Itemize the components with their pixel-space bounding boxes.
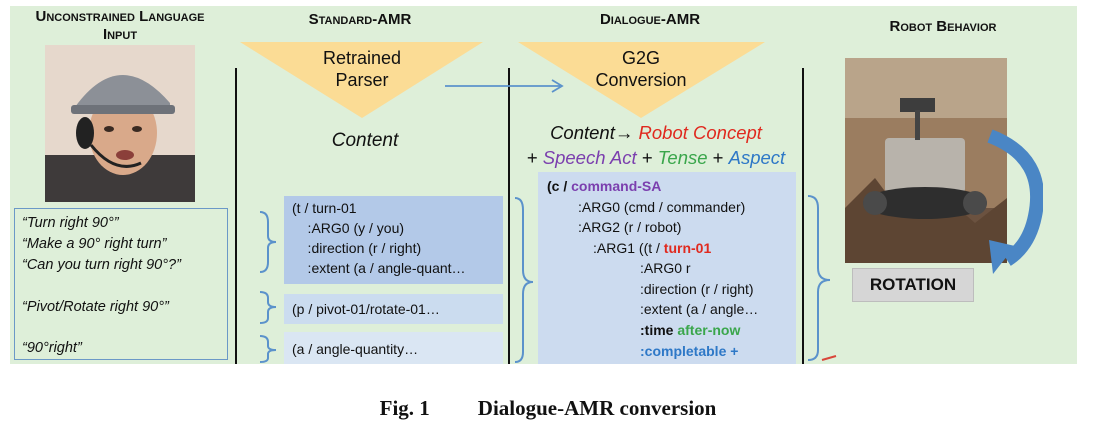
standard-amr-line-3: :direction (r / right)	[292, 240, 422, 256]
g2g-conversion-label: G2G Conversion	[581, 47, 701, 91]
dialogue-amr-line-9: :completable +	[640, 343, 739, 359]
robot-photo	[845, 58, 1007, 263]
g2g-conversion-line2: Conversion	[595, 70, 687, 90]
dialogue-amr-line-6: :direction (r / right)	[640, 281, 754, 297]
utterance-2: “Make a 90° right turn”	[22, 236, 167, 252]
bracket-utterance-group-1	[259, 211, 277, 273]
tense-text: Tense	[657, 147, 708, 168]
figure-title: Dialogue-AMR conversion	[477, 396, 717, 420]
dialogue-amr-line-4: :ARG1 ((t / turn-01	[593, 238, 711, 259]
plus-glyph-2: +	[636, 147, 658, 168]
standard-amr-line-1: (t / turn-01	[292, 200, 357, 216]
dialogue-amr-open: (c /	[547, 178, 572, 194]
dialogue-amr-robot-concept: turn-01	[663, 240, 712, 256]
dialogue-amr-line-7: :extent (a / angle…	[640, 301, 759, 317]
standard-amr-box-2: (p / pivot-01/rotate-01…	[284, 294, 503, 324]
red-mark	[821, 355, 837, 361]
retrained-parser-line1: Retrained	[322, 48, 402, 68]
standard-amr-line-4: :extent (a / angle-quant…	[292, 260, 466, 276]
dialogue-amr-speech-act: command-SA	[571, 178, 662, 194]
dialogue-amr-time: :time	[640, 322, 678, 338]
standard-amr-box-3: (a / angle-quantity…	[284, 332, 503, 364]
connector-arrowhead	[551, 79, 564, 93]
bracket-dialogue-to-behavior	[807, 195, 831, 361]
dialogue-amr-line-5: :ARG0 r	[640, 260, 691, 276]
dialogue-amr-line-2: :ARG0 (cmd / commander)	[578, 199, 746, 215]
divider-3	[802, 68, 804, 364]
header-input: Unconstrained Language Input	[10, 8, 230, 44]
header-input-line1: Unconstrained Language	[35, 8, 205, 25]
header-dialogue-amr: Dialogue-AMR	[599, 11, 701, 28]
robot-concept-text: Robot Concept	[638, 122, 762, 143]
utterance-3: “Can you turn right 90°?”	[22, 257, 181, 273]
rotation-label: ROTATION	[852, 268, 974, 302]
plus-glyph-3: +	[707, 147, 729, 168]
utterances-box	[14, 208, 228, 360]
dialogue-amr-line-8: :time after-now	[640, 320, 740, 341]
dialogue-amr-line-1: (c / command-SA	[547, 176, 661, 197]
arrow-glyph: →	[614, 122, 639, 143]
standard-amr-pivot-line: (p / pivot-01/rotate-01…	[292, 301, 440, 317]
header-standard-amr: Standard-AMR	[308, 11, 412, 28]
standard-amr-angle-line: (a / angle-quantity…	[292, 341, 419, 357]
dialogue-amr-box	[538, 172, 796, 364]
content-robot-concept-line: Content→ Robot Concept	[516, 120, 796, 145]
bracket-standard-to-dialogue	[514, 197, 534, 363]
utterance-4: “Pivot/Rotate right 90°”	[22, 299, 169, 315]
figure-caption: Fig. 1 Dialogue-AMR conversion	[0, 396, 1096, 421]
dialogue-amr-tense: after-now	[677, 322, 741, 338]
content-extras-line: + Speech Act + Tense + Aspect	[516, 145, 796, 170]
speaker-photo	[45, 45, 195, 202]
rotation-arrow-icon	[987, 129, 1043, 274]
header-input-line2: Input	[102, 26, 138, 43]
figure-number: Fig. 1	[379, 396, 430, 420]
plus-glyph-1: +	[526, 147, 543, 168]
retrained-parser-triangle	[240, 42, 483, 118]
dialogue-amr-line-3: :ARG2 (r / robot)	[578, 219, 682, 235]
g2g-conversion-line1: G2G	[621, 48, 660, 68]
retrained-parser-line2: Parser	[335, 70, 389, 90]
standard-amr-line-2: :ARG0 (y / you)	[292, 220, 405, 236]
utterance-1: “Turn right 90°”	[22, 215, 119, 231]
g2g-conversion-triangle	[518, 42, 765, 118]
header-robot-behavior: Robot Behavior	[889, 18, 997, 35]
divider-1	[235, 68, 237, 364]
aspect-text: Aspect	[728, 147, 786, 168]
bracket-utterance-group-2	[259, 291, 277, 324]
utterance-5: “90°right”	[22, 340, 82, 356]
divider-2	[508, 68, 510, 364]
content-label-dialogue: Content→ Robot Concept + Speech Act + Te…	[516, 120, 796, 170]
standard-amr-box-1: (t / turn-01 :ARG0 (y / you) :direction …	[284, 196, 503, 284]
dialogue-amr-arg1: :ARG1 ((t /	[593, 240, 664, 256]
content-text: Content	[550, 122, 615, 143]
bracket-utterance-group-3	[259, 335, 277, 363]
content-label-standard: Content	[331, 130, 399, 151]
retrained-parser-label: Retrained Parser	[302, 47, 422, 91]
speech-act-text: Speech Act	[542, 147, 637, 168]
